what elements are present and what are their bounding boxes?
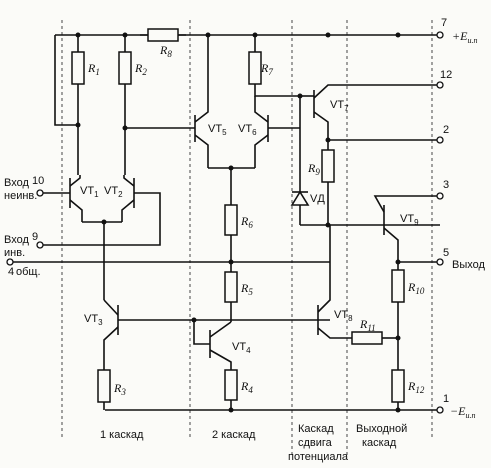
pin-1: 1 xyxy=(443,393,449,405)
resistor-r9 xyxy=(321,149,335,183)
supply-positive: +Eи.п xyxy=(452,29,477,45)
caption-stage-2: 2 каскад xyxy=(212,429,256,441)
pin-4: 4 xyxy=(8,266,14,278)
caption-stage-3-line-3: потенциала xyxy=(288,451,349,463)
wire-r7-bottom xyxy=(254,84,300,97)
label-r2: R2 xyxy=(134,61,147,77)
common-label: общ. xyxy=(16,266,41,278)
input-noninv-label-2: неинв. xyxy=(4,190,37,202)
resistor-r10 xyxy=(391,269,405,303)
label-r3: R3 xyxy=(113,381,126,397)
transistor-vt1 xyxy=(40,175,83,222)
transistor-vt9 xyxy=(373,195,440,270)
label-vt6: VT6 xyxy=(238,123,257,137)
pin-2: 2 xyxy=(443,124,449,136)
label-r9: R9 xyxy=(307,161,320,177)
diode-vd xyxy=(290,180,310,225)
output-label: Выход xyxy=(452,259,485,271)
pin-10: 10 xyxy=(32,175,44,187)
label-r5: R5 xyxy=(240,281,253,297)
label-vd: VД xyxy=(310,193,325,205)
transistor-vt7 xyxy=(300,84,440,140)
terminals xyxy=(6,31,444,414)
label-r12: R12 xyxy=(407,379,425,395)
label-vt4: VT4 xyxy=(232,341,251,355)
wire-rail-left xyxy=(54,35,78,126)
resistor-r1 xyxy=(71,51,85,85)
resistor-r7 xyxy=(248,51,262,85)
label-r7: R7 xyxy=(260,61,273,77)
resistor-r2 xyxy=(118,51,132,85)
caption-stage-4-line-1: Выходной xyxy=(356,423,407,435)
transistor-vt2 xyxy=(40,175,161,246)
transistor-vt6 xyxy=(254,96,300,168)
resistor-r8 xyxy=(147,28,179,42)
label-r11: R11 xyxy=(359,317,376,333)
resistor-r6 xyxy=(224,204,238,236)
label-vt1: VT1 xyxy=(80,185,99,199)
caption-stage-4-line-2: каскад xyxy=(362,437,397,449)
label-r10: R10 xyxy=(407,280,425,296)
input-noninv-label-1: Вход xyxy=(4,177,29,189)
label-vt2: VT2 xyxy=(104,185,123,199)
label-vt7: VT7 xyxy=(330,99,349,113)
label-vt3: VT3 xyxy=(84,313,103,327)
label-vt8: VT8 xyxy=(334,309,353,323)
label-r1: R1 xyxy=(87,61,100,77)
pin-12: 12 xyxy=(440,69,452,81)
supply-negative: −Eи.п xyxy=(450,404,475,420)
label-vt9: VT9 xyxy=(400,213,419,227)
pin-9: 9 xyxy=(32,231,38,243)
resistor-r5 xyxy=(224,271,238,303)
transistor-vt4 xyxy=(193,320,232,370)
label-r8: R8 xyxy=(159,43,172,59)
transistor-vt5 xyxy=(194,35,209,168)
resistor-r11 xyxy=(351,331,383,345)
caption-stage-3-line-1: Каскад xyxy=(298,423,334,435)
caption-stage-3-line-2: сдвига xyxy=(298,437,333,449)
input-inv-label-1: Вход xyxy=(4,234,29,246)
pin-7: 7 xyxy=(441,17,447,29)
label-vt5: VT5 xyxy=(208,123,227,137)
transistor-vt8 xyxy=(317,225,352,339)
resistor-r4 xyxy=(224,369,238,401)
pin-5: 5 xyxy=(443,247,449,259)
label-r6: R6 xyxy=(240,214,253,230)
resistor-r12 xyxy=(391,369,405,403)
caption-stage-1: 1 каскад xyxy=(100,429,144,441)
input-inv-label-2: инв. xyxy=(4,247,25,259)
pin-3: 3 xyxy=(443,179,449,191)
transistor-vt3 xyxy=(103,299,330,370)
label-r4: R4 xyxy=(240,379,253,395)
junctions xyxy=(75,32,401,413)
resistor-r3 xyxy=(97,369,111,403)
